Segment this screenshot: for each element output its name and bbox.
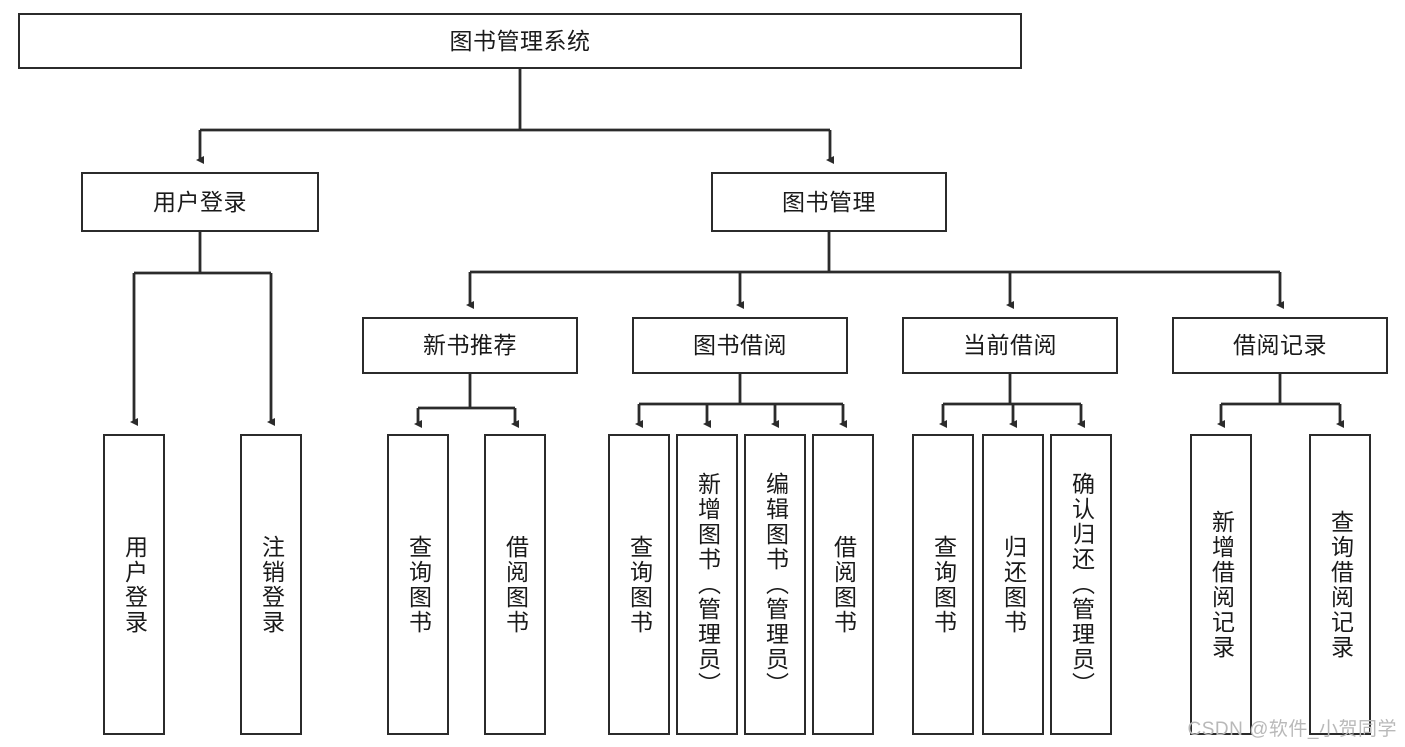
leaf-record-query-record[interactable]: 查询借阅记录 bbox=[1309, 434, 1371, 735]
node-borrow-record-label: 借阅记录 bbox=[1233, 332, 1327, 359]
leaf-user-login-label: 用户登录 bbox=[121, 534, 148, 635]
leaf-user-login[interactable]: 用户登录 bbox=[103, 434, 165, 735]
leaf-current-return-book[interactable]: 归还图书 bbox=[982, 434, 1044, 735]
leaf-borrow-borrow-book-label: 借阅图书 bbox=[830, 534, 857, 635]
leaf-newbook-borrow-book[interactable]: 借阅图书 bbox=[484, 434, 546, 735]
node-user-login-label: 用户登录 bbox=[153, 188, 247, 215]
watermark: CSDN @软件_小贺同学 bbox=[1187, 719, 1397, 740]
leaf-borrow-edit-book-admin-label: 编辑图书（管理员） bbox=[762, 472, 789, 697]
leaf-borrow-add-book-admin-label: 新增图书（管理员） bbox=[694, 472, 721, 697]
node-current-borrow-label: 当前借阅 bbox=[963, 332, 1057, 359]
leaf-borrow-borrow-book[interactable]: 借阅图书 bbox=[812, 434, 874, 735]
node-book-borrow[interactable]: 图书借阅 bbox=[632, 317, 848, 374]
node-user-login[interactable]: 用户登录 bbox=[81, 172, 319, 232]
leaf-record-add-record-label: 新增借阅记录 bbox=[1208, 509, 1235, 660]
node-current-borrow[interactable]: 当前借阅 bbox=[902, 317, 1118, 374]
leaf-record-query-record-label: 查询借阅记录 bbox=[1327, 509, 1354, 660]
leaf-newbook-borrow-book-label: 借阅图书 bbox=[502, 534, 529, 635]
leaf-current-return-book-label: 归还图书 bbox=[1000, 534, 1027, 635]
leaf-newbook-query-book[interactable]: 查询图书 bbox=[387, 434, 449, 735]
node-book-management[interactable]: 图书管理 bbox=[711, 172, 947, 232]
leaf-borrow-query-book[interactable]: 查询图书 bbox=[608, 434, 670, 735]
leaf-borrow-query-book-label: 查询图书 bbox=[626, 534, 653, 635]
node-new-book-recommend[interactable]: 新书推荐 bbox=[362, 317, 578, 374]
node-borrow-record[interactable]: 借阅记录 bbox=[1172, 317, 1388, 374]
leaf-user-logout-label: 注销登录 bbox=[258, 534, 285, 635]
leaf-current-query-book-label: 查询图书 bbox=[930, 534, 957, 635]
leaf-newbook-query-book-label: 查询图书 bbox=[405, 534, 432, 635]
node-book-management-label: 图书管理 bbox=[782, 188, 876, 215]
leaf-current-confirm-return-admin-label: 确认归还（管理员） bbox=[1068, 472, 1095, 697]
leaf-current-confirm-return-admin[interactable]: 确认归还（管理员） bbox=[1050, 434, 1112, 735]
node-root-label: 图书管理系统 bbox=[449, 27, 591, 54]
node-root[interactable]: 图书管理系统 bbox=[18, 13, 1022, 69]
leaf-borrow-add-book-admin[interactable]: 新增图书（管理员） bbox=[676, 434, 738, 735]
leaf-current-query-book[interactable]: 查询图书 bbox=[912, 434, 974, 735]
leaf-user-logout[interactable]: 注销登录 bbox=[240, 434, 302, 735]
node-book-borrow-label: 图书借阅 bbox=[693, 332, 787, 359]
node-new-book-recommend-label: 新书推荐 bbox=[423, 332, 517, 359]
leaf-borrow-edit-book-admin[interactable]: 编辑图书（管理员） bbox=[744, 434, 806, 735]
leaf-record-add-record[interactable]: 新增借阅记录 bbox=[1190, 434, 1252, 735]
